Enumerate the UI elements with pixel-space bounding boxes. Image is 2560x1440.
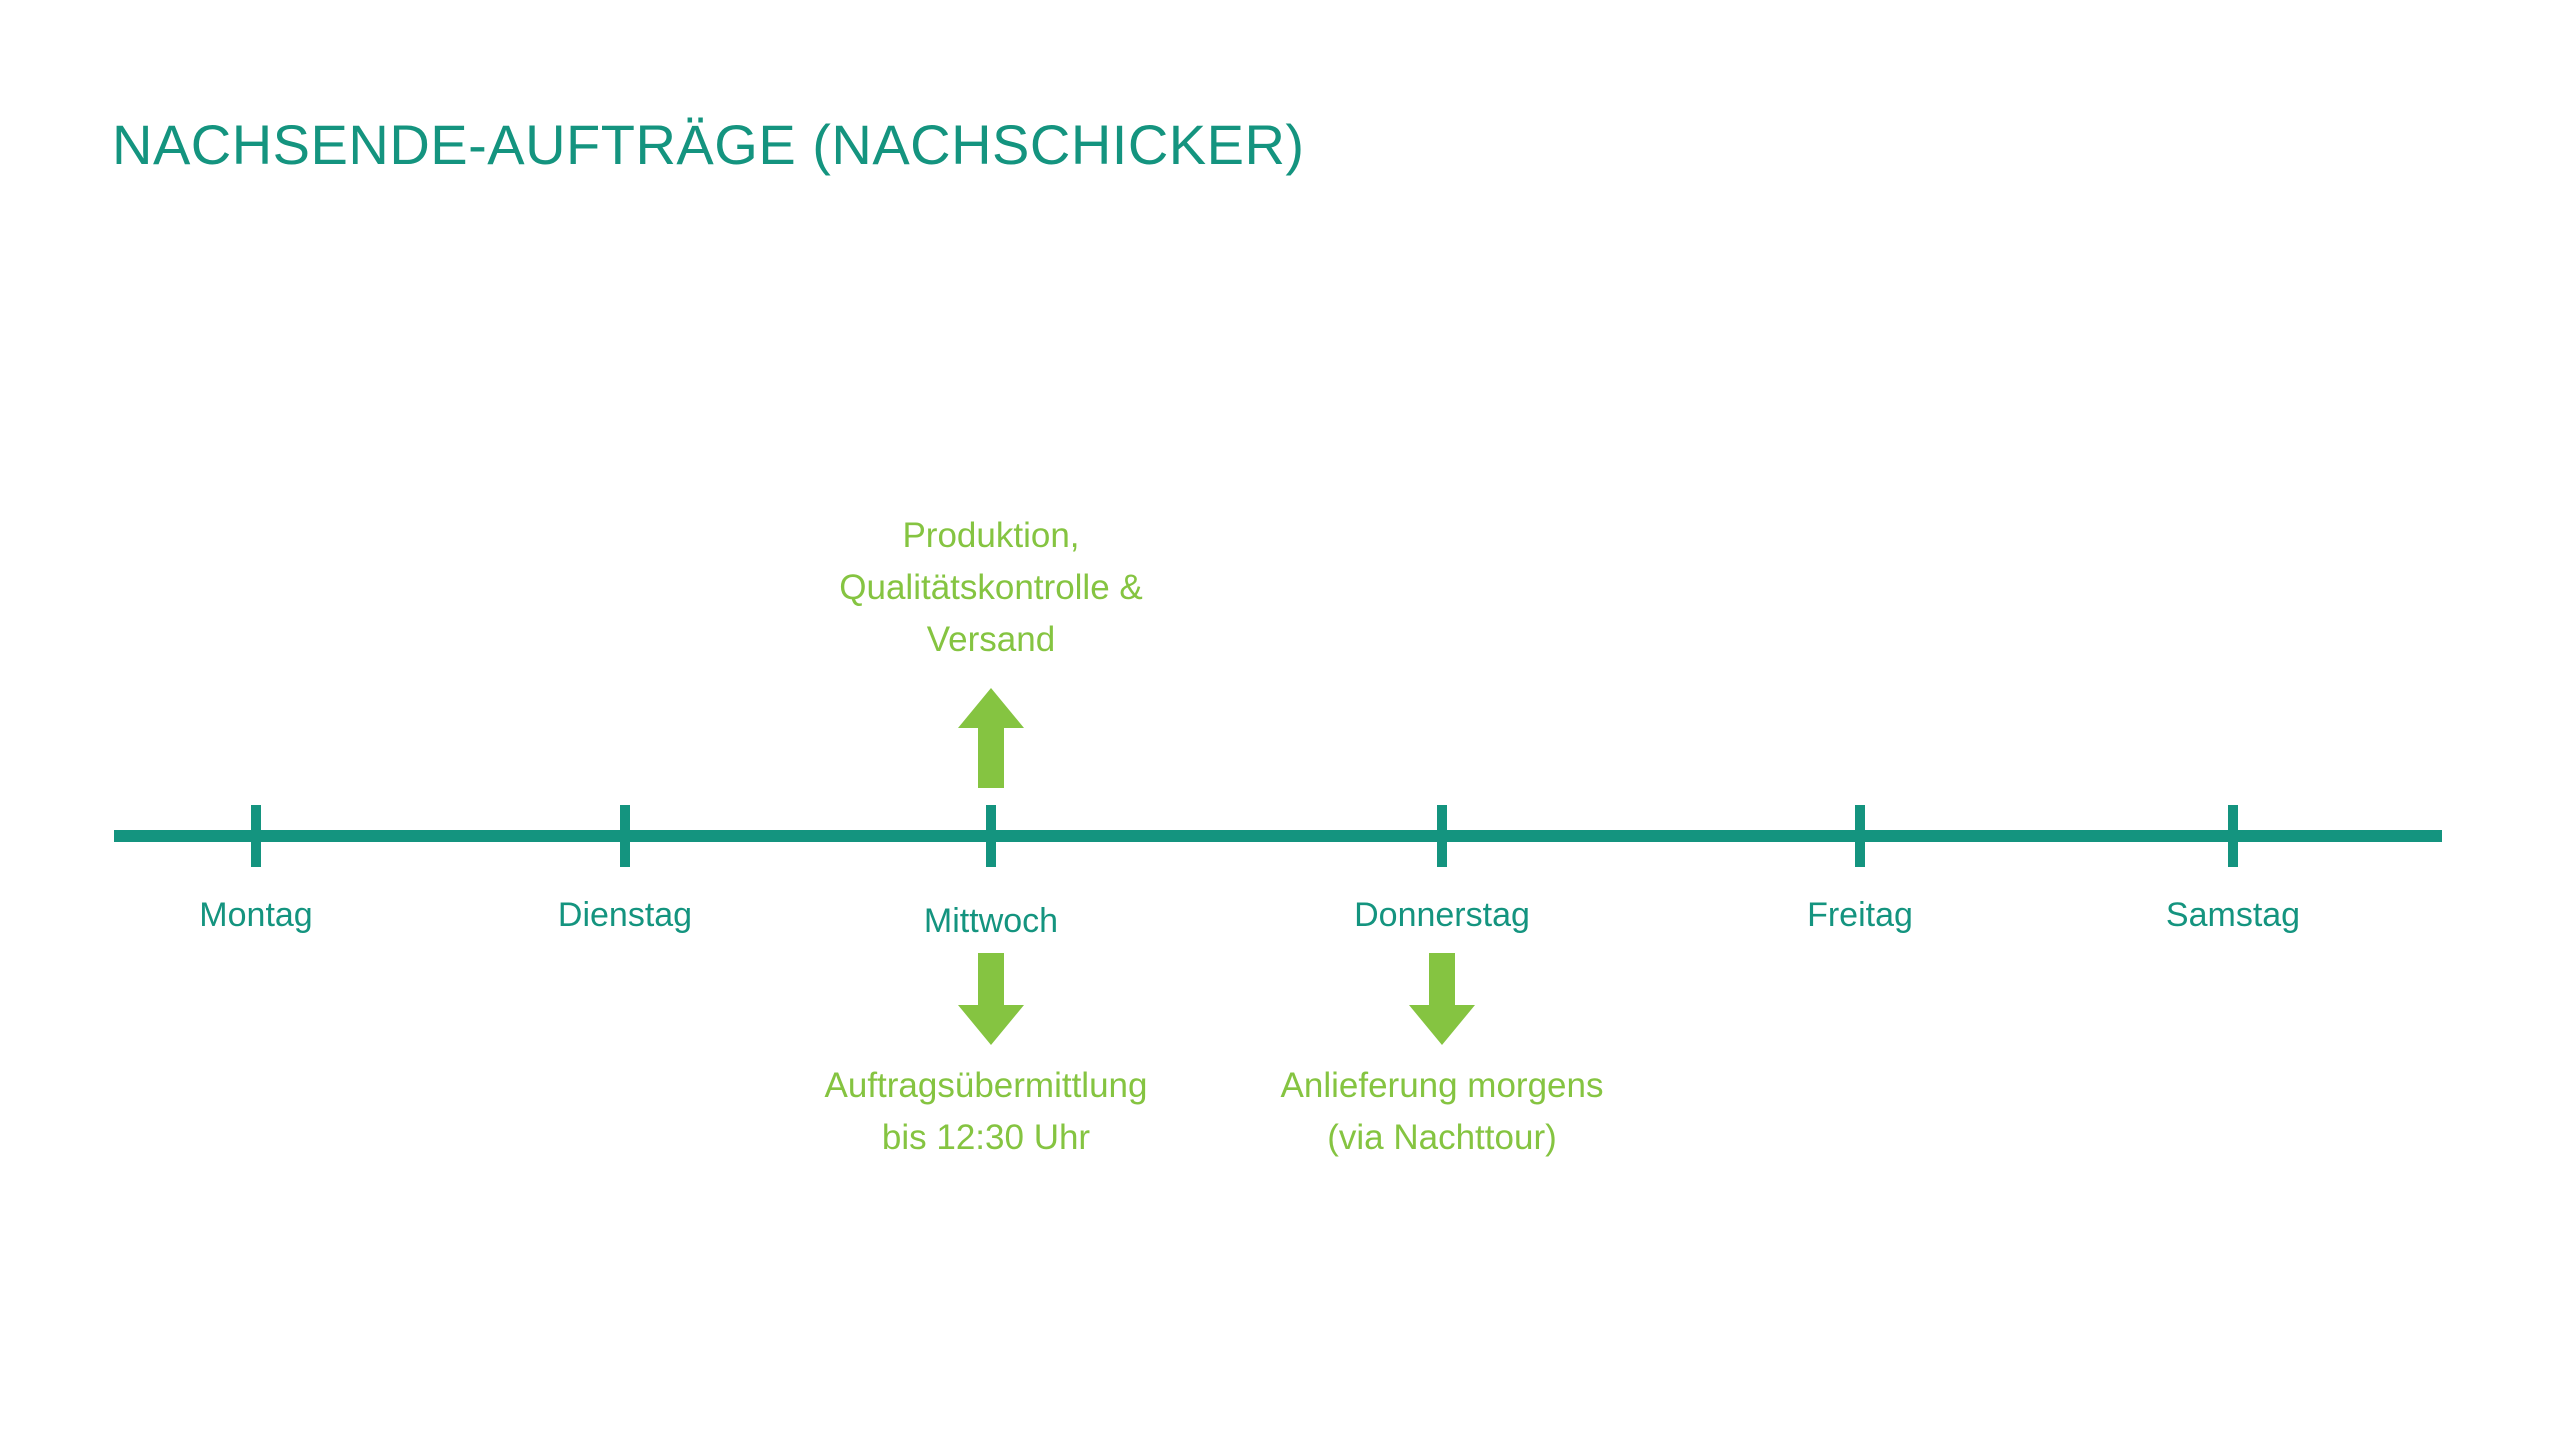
day-label-freitag: Freitag (1807, 896, 1913, 934)
production-annotation-line-3: Versand (926, 619, 1056, 659)
production-annotation: Produktion, Qualitätskontrolle & Versand (839, 510, 1142, 665)
timeline-tick-freitag (1855, 805, 1865, 867)
up-arrow-icon (958, 688, 1024, 788)
production-annotation-line-1: Produktion, (902, 516, 1080, 555)
day-label-donnerstag: Donnerstag (1354, 896, 1530, 934)
timeline-line (114, 830, 2442, 842)
down-arrow-icon-donnerstag (1409, 953, 1475, 1045)
delivery-annotation: Anlieferung morgens (via Nachttour) (1281, 1060, 1604, 1164)
delivery-line-1: Anlieferung morgens (1280, 1066, 1604, 1105)
delivery-line-2: (via Nachttour) (1327, 1117, 1557, 1157)
timeline-tick-dienstag (620, 805, 630, 867)
day-label-montag: Montag (199, 896, 313, 934)
day-label-samstag: Samstag (2165, 896, 2301, 934)
day-label-dienstag: Dienstag (557, 896, 693, 934)
order-submission-line-2: bis 12:30 Uhr (881, 1117, 1091, 1157)
timeline-tick-donnerstag (1437, 805, 1447, 867)
production-annotation-line-2: Qualitätskontrolle & (839, 567, 1143, 607)
order-submission-line-1: Auftragsübermittlung (824, 1066, 1148, 1105)
order-submission-annotation: Auftragsübermittlung bis 12:30 Uhr (825, 1060, 1148, 1164)
day-label-mittwoch: Mittwoch (923, 902, 1059, 940)
down-arrow-icon-mittwoch (958, 953, 1024, 1045)
timeline-tick-montag (251, 805, 261, 867)
timeline-tick-mittwoch (986, 805, 996, 867)
page-title: NACHSENDE-AUFTRÄGE (NACHSCHICKER) (112, 113, 1305, 176)
timeline-tick-samstag (2228, 805, 2238, 867)
